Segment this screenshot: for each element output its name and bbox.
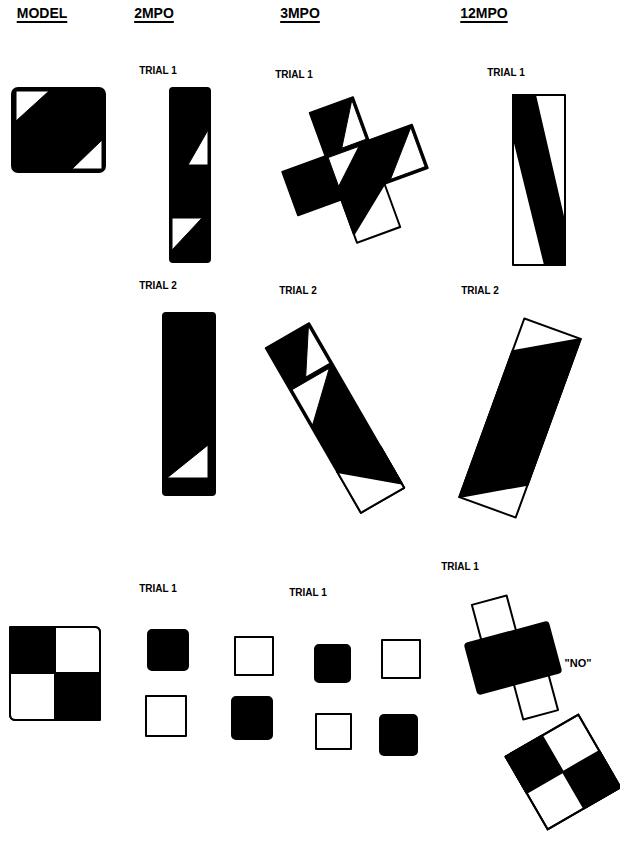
copy-2mpo-separate-blocks [146,630,273,739]
trial-label: TRIAL 2 [461,286,499,296]
copy-2mpo-trial-2 [163,313,215,495]
trial-label: TRIAL 1 [441,562,479,572]
column-heading: 12MPO [460,6,507,20]
trial-label: TRIAL 1 [139,66,177,76]
copy-12mpo-cross [455,587,570,729]
copy-3mpo-separate-blocks [315,640,420,755]
trial-label: TRIAL 2 [139,281,177,291]
model-checkerboard [10,627,100,720]
copy-12mpo-trial-2 [459,318,580,517]
copy-2mpo-trial-1 [170,88,210,262]
column-heading: 2MPO [134,6,174,20]
trial-label: TRIAL 2 [279,286,317,296]
trial-label: TRIAL 1 [487,68,525,78]
trial-label: TRIAL 1 [289,588,327,598]
copy-12mpo-trial-1 [513,95,565,265]
trial-label: TRIAL 1 [275,70,313,80]
copy-12mpo-checkerboard [506,715,620,830]
column-heading: MODEL [17,6,68,20]
model-block [12,88,105,172]
trial-label: TRIAL 1 [139,584,177,594]
copy-3mpo-trial-2 [266,323,404,513]
column-heading: 3MPO [280,6,320,20]
trial-label: "NO" [565,658,592,669]
copy-3mpo-trial-1 [267,82,444,259]
